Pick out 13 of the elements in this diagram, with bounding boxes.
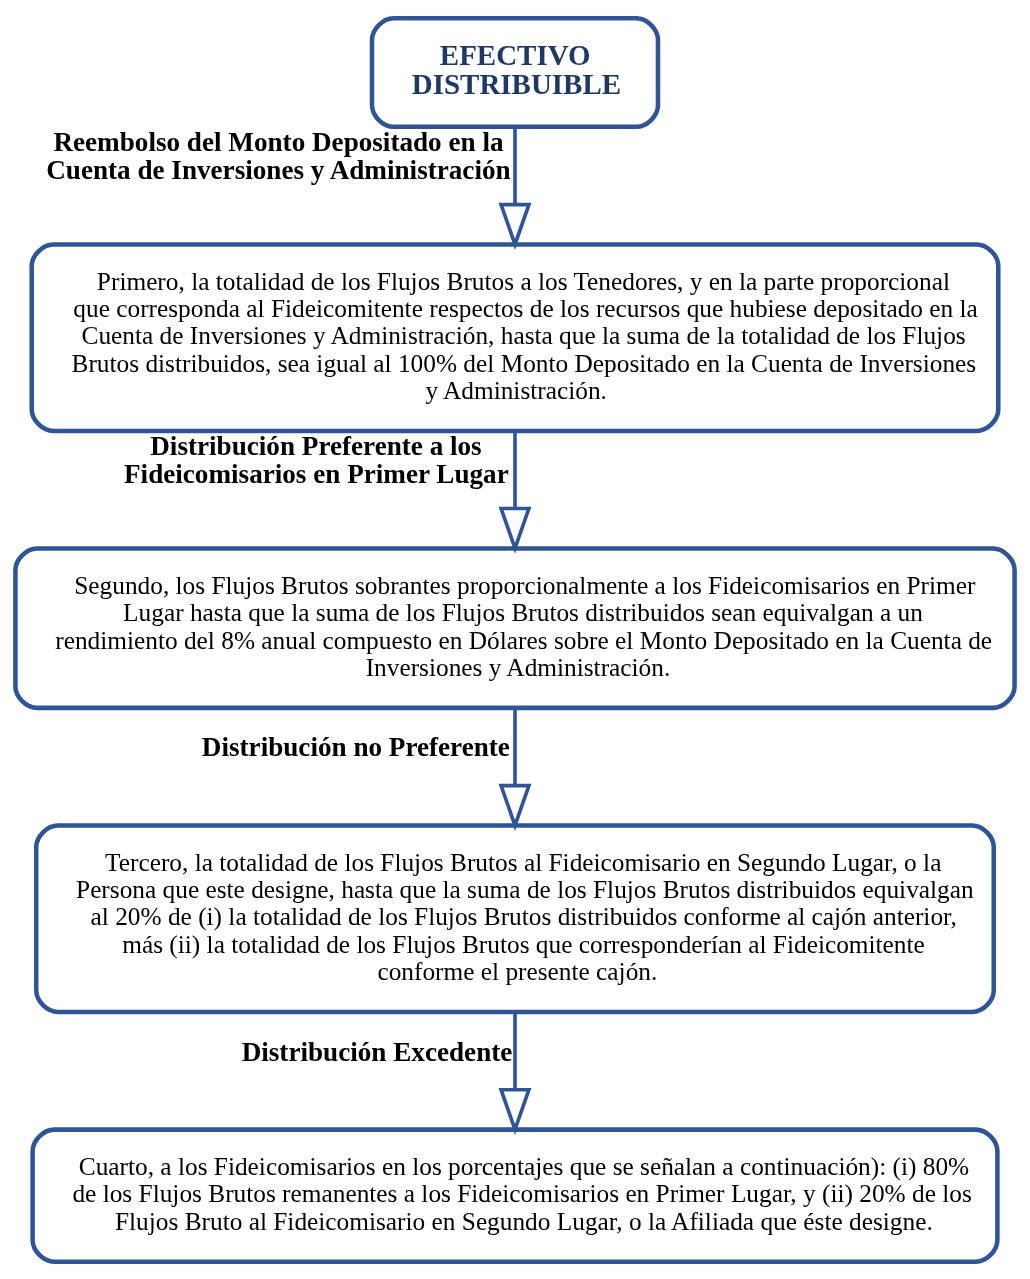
- arrow: [498, 430, 532, 554]
- edge-label: Reembolso del Monto Depositado en la Cuenta de Inversiones y Administración: [46, 126, 511, 185]
- arrow: [498, 1011, 532, 1135]
- edge-label: Distribución Excedente: [241, 1036, 513, 1067]
- node-box: Segundo, los Flujos Brutos sobrantes proporcionalmente a los Fideicomisarios en Primer Lugar hasta que la suma de los Flujos Brutos distribuidos sean equivalgan a un rendimiento del 8% anual compuesto en Dólares sobre el Monto Depositado en la Cuenta de Inversiones y Administración.: [13, 545, 1017, 710]
- node-box: EFECTIVO DISTRIBUIBLE: [369, 15, 661, 129]
- node-box: Primero, la totalidad de los Flujos Brutos a los Tenedores, y en la parte proporcional que corresponda al Fideicomitente respectos de los recursos que hubiese depositado en la Cuenta de Inversiones y Administración, hasta que la suma de la totalidad de los Flujos Brutos distribuidos, sea igual al 100% del Monto Depositado en la Cuenta de Inversiones y Administración.: [29, 241, 1001, 433]
- edge-label: Distribución no Preferente: [201, 731, 510, 762]
- arrow: [498, 707, 532, 831]
- edge-label: Distribución Preferente a los Fideicomisarios en Primer Lugar: [124, 430, 509, 489]
- arrow: [498, 126, 532, 250]
- node-box: Tercero, la totalidad de los Flujos Brutos al Fideicomisario en Segundo Lugar, o la Persona que este designe, hasta que la suma de los Flujos Brutos distribuidos equivalgan al 20% de (i) la totalidad de los Flujos Brutos distribuidos conforme al cajón anterior, más (ii) la totalidad de los Flujos Brutos que corresponderían al Fideicomitente conforme el presente cajón.: [33, 822, 997, 1014]
- node-box: Cuarto, a los Fideicomisarios en los porcentajes que se señalan a continuación): (i) 80% de los Flujos Brutos remanentes a los Fideicomisarios en Primer Lugar, y (ii) 20% de los Flujos Bruto al Fideicomisario en Segundo Lugar, o la Afiliada que éste designe.: [30, 1126, 1000, 1264]
